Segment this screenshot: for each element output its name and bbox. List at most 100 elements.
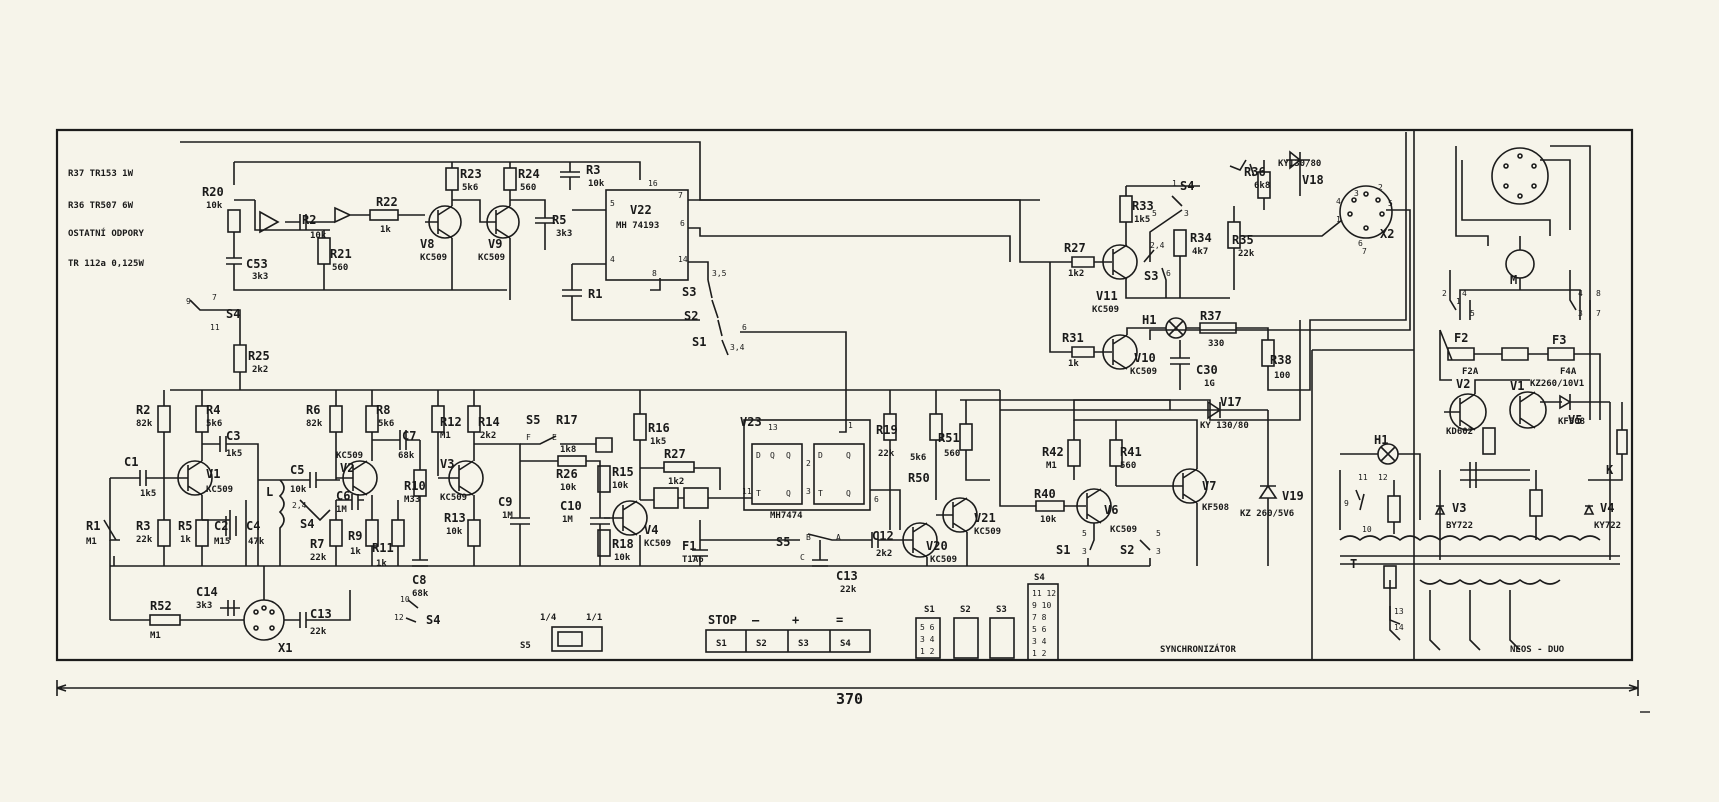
svg-text:4: 4 — [1336, 197, 1341, 206]
svg-text:5: 5 — [1152, 209, 1157, 218]
stop-label: STOP — [708, 613, 737, 627]
svg-text:1M: 1M — [336, 505, 347, 515]
synchronizer-label: SYNCHRONIZÁTOR — [1160, 643, 1236, 655]
svg-text:KD602: KD602 — [1446, 427, 1473, 437]
svg-text:C8: C8 — [412, 573, 426, 587]
svg-text:C14: C14 — [196, 585, 218, 599]
svg-text:10k: 10k — [560, 483, 577, 493]
svg-text:5k6: 5k6 — [910, 453, 926, 463]
svg-text:R17: R17 — [556, 413, 578, 427]
svg-text:C7: C7 — [402, 429, 416, 443]
svg-text:R52: R52 — [150, 599, 172, 613]
svg-text:KC509: KC509 — [206, 485, 233, 495]
svg-text:2k2: 2k2 — [876, 549, 892, 559]
svg-text:C12: C12 — [872, 529, 894, 543]
svg-text:1k8: 1k8 — [560, 445, 576, 455]
s4-key[interactable]: S4 — [840, 639, 851, 649]
svg-text:Q: Q — [770, 451, 775, 460]
svg-text:X1: X1 — [278, 641, 292, 655]
svg-text:22k: 22k — [310, 553, 327, 563]
svg-text:12: 12 — [394, 613, 404, 622]
svg-text:C10: C10 — [560, 499, 582, 513]
r20-body — [227, 209, 241, 233]
svg-text:5: 5 — [1156, 529, 1161, 538]
svg-text:R41: R41 — [1120, 445, 1142, 459]
svg-text:KY130/80: KY130/80 — [1278, 159, 1321, 169]
s5-slider[interactable] — [551, 626, 603, 652]
svg-text:R6: R6 — [306, 403, 320, 417]
svg-text:V2: V2 — [340, 461, 354, 475]
svg-text:S5: S5 — [776, 535, 790, 549]
svg-text:10k: 10k — [310, 231, 327, 241]
dimension-value: 370 — [836, 690, 863, 708]
svg-text:22k: 22k — [840, 585, 857, 595]
svg-text:S1: S1 — [692, 335, 706, 349]
svg-text:14: 14 — [678, 255, 688, 264]
svg-text:V17: V17 — [1220, 395, 1242, 409]
svg-text:F2A: F2A — [1462, 367, 1479, 377]
svg-text:2: 2 — [806, 459, 811, 468]
svg-text:M1: M1 — [440, 431, 451, 441]
svg-text:1k2: 1k2 — [668, 477, 684, 487]
svg-text:R40: R40 — [1034, 487, 1056, 501]
svg-text:22k: 22k — [878, 449, 895, 459]
svg-text:=: = — [836, 613, 843, 627]
svg-text:KC509: KC509 — [930, 555, 957, 565]
s1-key[interactable]: S1 — [716, 639, 727, 649]
svg-text:KF508: KF508 — [1558, 417, 1585, 427]
x2-connector-icon — [1339, 185, 1393, 239]
svg-text:1k5: 1k5 — [140, 489, 156, 499]
svg-text:R38: R38 — [1270, 353, 1292, 367]
svg-text:V1: V1 — [1510, 379, 1524, 393]
svg-text:R18: R18 — [612, 537, 634, 551]
svg-text:+: + — [792, 613, 799, 627]
svg-text:F: F — [526, 433, 531, 442]
s3-key[interactable]: S3 — [798, 639, 809, 649]
svg-text:X2: X2 — [1380, 227, 1394, 241]
svg-text:M1: M1 — [1046, 461, 1057, 471]
svg-text:V11: V11 — [1096, 289, 1118, 303]
svg-text:R20: R20 — [202, 185, 224, 199]
svg-text:5: 5 — [1470, 309, 1475, 318]
svg-text:1: 1 — [1456, 297, 1461, 306]
svg-text:V19: V19 — [1282, 489, 1304, 503]
svg-text:R9: R9 — [348, 529, 362, 543]
svg-text:R1: R1 — [86, 519, 100, 533]
svg-text:D: D — [756, 451, 761, 460]
svg-text:10k: 10k — [588, 179, 605, 189]
svg-text:C6: C6 — [336, 489, 350, 503]
svg-text:1k2: 1k2 — [1068, 269, 1084, 279]
svg-text:C2: C2 — [214, 519, 228, 533]
svg-text:2,4: 2,4 — [292, 501, 307, 510]
svg-text:KC509: KC509 — [478, 253, 505, 263]
svg-text:5k6: 5k6 — [378, 419, 394, 429]
svg-text:3k3: 3k3 — [196, 601, 212, 611]
svg-text:10k: 10k — [206, 201, 223, 211]
s2-key[interactable]: S2 — [756, 639, 767, 649]
svg-text:82k: 82k — [136, 419, 153, 429]
svg-text:E: E — [552, 433, 557, 442]
frame — [55, 128, 1634, 662]
svg-text:3: 3 — [1578, 309, 1583, 318]
svg-text:47k: 47k — [248, 537, 265, 547]
svg-text:7: 7 — [1596, 309, 1601, 318]
svg-text:5: 5 — [610, 199, 615, 208]
c13-label: C13 — [310, 607, 332, 621]
svg-text:2: 2 — [1442, 289, 1447, 298]
svg-text:10k: 10k — [1040, 515, 1057, 525]
svg-text:C9: C9 — [498, 495, 512, 509]
svg-text:V3: V3 — [440, 457, 454, 471]
svg-text:H1: H1 — [1142, 313, 1156, 327]
svg-text:3k3: 3k3 — [556, 229, 572, 239]
v23-part: MH7474 — [770, 511, 803, 521]
svg-text:—: — — [752, 613, 760, 627]
svg-text:5 6: 5 6 — [920, 623, 935, 632]
svg-text:330: 330 — [1208, 339, 1224, 349]
amplifier-labels: R25 2k2 R2 82k R4 5k6 C3 1k5 C1 1k5 V1 K… — [86, 349, 1249, 599]
svg-text:M15: M15 — [214, 537, 230, 547]
svg-text:KC509: KC509 — [974, 527, 1001, 537]
svg-text:BY722: BY722 — [1446, 521, 1473, 531]
neos-connector-icon — [1491, 147, 1549, 205]
svg-text:R1: R1 — [588, 287, 602, 301]
svg-text:11: 11 — [210, 323, 220, 332]
